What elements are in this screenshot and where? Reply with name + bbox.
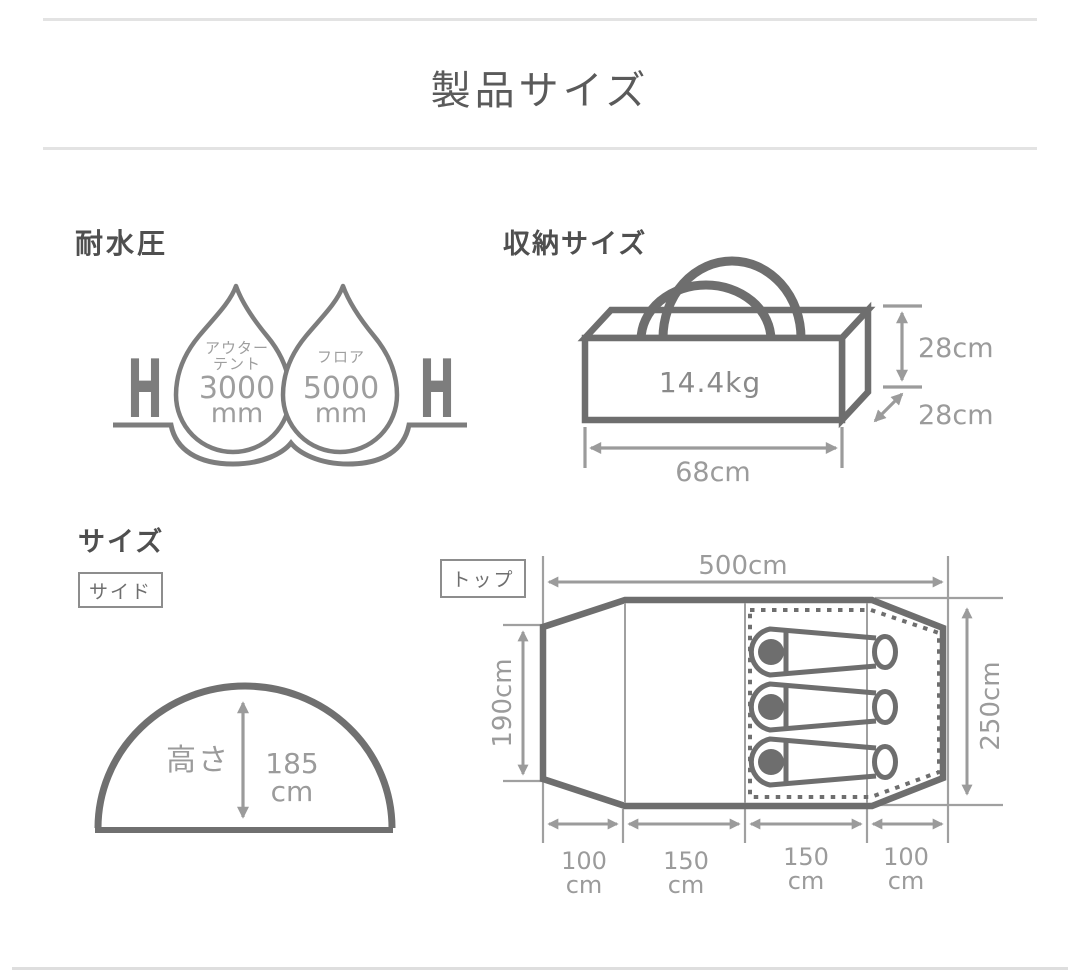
bag-top-face [577,306,876,342]
droplet2-unit: mm [315,398,368,429]
water-resistance-heading: 耐水圧 [75,227,169,260]
side-view-diagram: 高さ 185 cm [94,682,396,833]
segment1-unit: cm [566,871,603,899]
width-500-label: 500cm [698,551,787,581]
droplet-outer-tent [173,283,293,455]
sleeper-head-3 [758,749,784,775]
bag-height-label: 28cm [918,333,994,364]
inner-tent-dotted-outline [748,608,941,799]
divider-under-title [43,147,1037,150]
bag-depth-arrow [873,392,904,423]
sleeping-bag-1 [748,626,898,678]
divider-top [43,18,1037,21]
top-view-diagram: 500cm 190cm 250cm 100 cm 150 cm 150 cm 1… [488,551,1006,899]
side-view-tag: サイド [78,572,163,608]
sleeping-bag-2 [748,681,898,733]
water-column-symbol-right: H [419,343,455,436]
divider-page-bottom [12,967,1068,970]
water-baseline [113,422,467,467]
water-column-symbol-left: H [127,343,163,436]
segment3-value: 150 [783,843,829,871]
droplet1-value: 3000 [199,371,275,406]
bag-height-dimension [883,304,922,389]
height-190-label: 190cm [488,658,518,747]
droplet1-unit: mm [211,398,264,429]
segment2-value: 150 [663,847,709,875]
bag-width-dimension [583,427,844,468]
sleeping-bags [748,626,898,788]
droplet1-label-line1: アウター [205,339,269,357]
segment2-unit: cm [668,871,705,899]
storage-bag-diagram: 14.4kg 28cm 28cm 68cm [577,256,994,488]
tent-footprint-outline [539,596,947,810]
droplet-floor [280,283,400,455]
dome-height-value: 185 [265,747,318,780]
size-heading: サイズ [78,527,165,558]
bag-handle-back [658,256,806,339]
top-view-tag: トップ [440,559,526,598]
bag-width-label: 68cm [675,457,751,488]
bottom-segment-labels: 100 cm 150 cm 150 cm 100 cm [561,843,929,899]
segment3-unit: cm [788,867,825,895]
dimension-arrows [517,576,973,830]
segment4-unit: cm [888,867,925,895]
bag-handle-front [636,280,776,341]
sleeper-head-2 [758,694,784,720]
page-title: 製品サイズ [430,68,650,114]
water-resistance-diagram: H H アウター テント 3000 mm フロア 5000 mm [113,283,467,467]
droplet2-label: フロア [317,348,365,366]
sleeping-bag-3 [748,736,898,788]
bag-handles [636,256,806,341]
dome-height-unit: cm [271,775,314,808]
segment1-value: 100 [561,847,607,875]
dome-arch [94,682,396,829]
storage-size-heading: 収納サイズ [503,229,648,260]
segment4-value: 100 [883,843,929,871]
bag-front-face [581,334,846,424]
droplet2-value: 5000 [303,371,379,406]
dome-height-label: 高さ [166,743,230,778]
height-250-label: 250cm [976,661,1006,750]
bag-weight-label: 14.4kg [659,366,761,399]
bag-depth-label: 28cm [918,400,994,431]
droplet1-label-line2: テント [213,355,261,373]
sleeper-head-1 [758,639,784,665]
